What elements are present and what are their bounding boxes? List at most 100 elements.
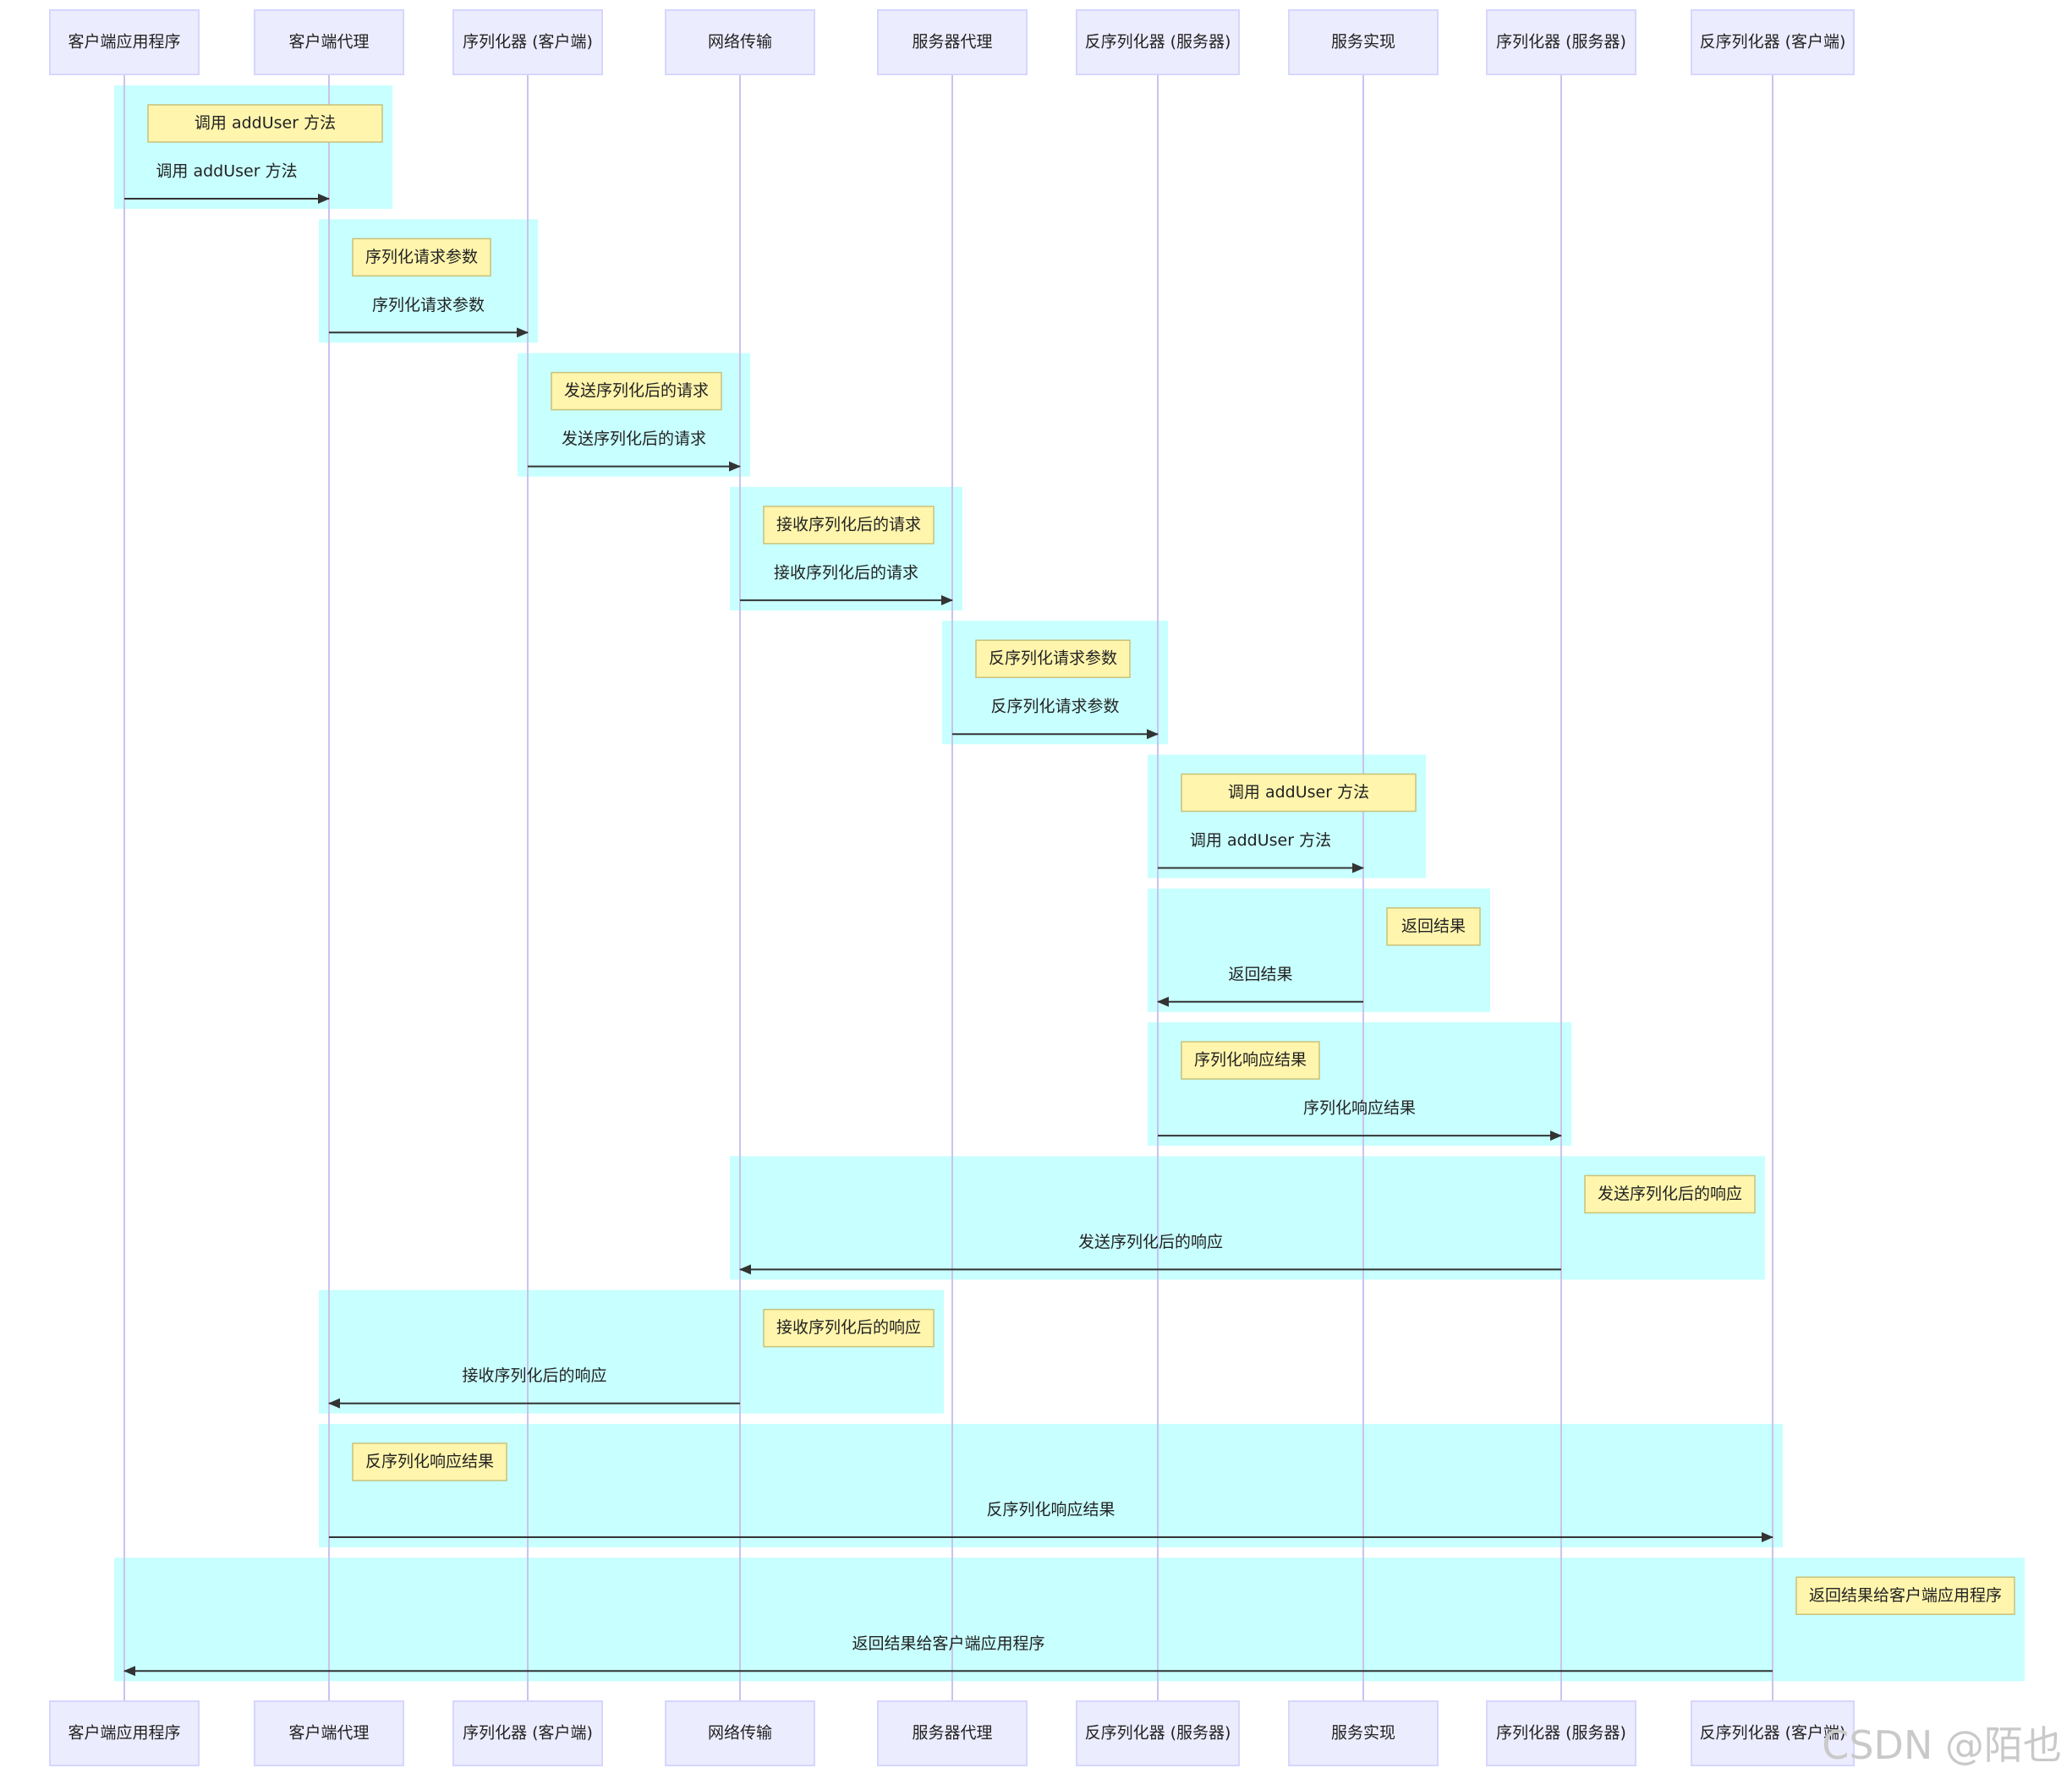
note-label: 发送序列化后的响应: [1598, 1185, 1742, 1203]
participant-top: 服务器代理: [877, 9, 1028, 75]
highlight-region: [319, 219, 538, 343]
message-label: 调用 addUser 方法: [1190, 831, 1331, 850]
participant-box: [1288, 1700, 1439, 1766]
participant-top: 客户端应用程序: [49, 9, 200, 75]
note-box: [1386, 907, 1481, 946]
participant-box: [1691, 1700, 1855, 1766]
participant-bottom: 反序列化器 (服务器): [1076, 1700, 1240, 1766]
participant-box: [877, 9, 1028, 75]
note-label: 接收序列化后的响应: [776, 1318, 921, 1337]
note-label: 发送序列化后的请求: [564, 381, 709, 400]
participant-label: 服务实现: [1331, 33, 1395, 52]
participant-box: [665, 1700, 815, 1766]
participant-box: [665, 9, 815, 75]
participant-box: [49, 9, 200, 75]
participant-label: 反序列化器 (客户端): [1700, 33, 1846, 52]
participant-label: 序列化器 (服务器): [1496, 1724, 1626, 1743]
message-label: 发送序列化后的请求: [562, 430, 706, 448]
note-box: [352, 1442, 507, 1481]
highlight-region: [114, 1557, 2025, 1682]
participant-box: [254, 1700, 404, 1766]
participant-bottom: 网络传输: [665, 1700, 815, 1766]
participant-label: 服务器代理: [912, 33, 992, 52]
participant-bottom: 服务器代理: [877, 1700, 1028, 1766]
participant-box: [49, 1700, 200, 1766]
highlight-region: [1148, 754, 1426, 879]
highlight-region: [730, 486, 962, 610]
participant-box: [1691, 9, 1855, 75]
note-label: 调用 addUser 方法: [195, 114, 336, 133]
note-box: [763, 506, 935, 545]
message-label: 返回结果给客户端应用程序: [852, 1634, 1044, 1653]
participant-bottom: 客户端应用程序: [49, 1700, 200, 1766]
note-label: 序列化请求参数: [365, 248, 478, 266]
highlight-region: [942, 621, 1168, 745]
message-label: 序列化响应结果: [1303, 1099, 1416, 1118]
participant-top: 网络传输: [665, 9, 815, 75]
message-label: 接收序列化后的请求: [774, 563, 918, 582]
csdn-watermark: CSDN @陌也: [1822, 1722, 2062, 1768]
participant-box: [1076, 1700, 1240, 1766]
note-box: [1795, 1576, 2015, 1616]
participant-top: 序列化器 (服务器): [1486, 9, 1636, 75]
note-box: [1181, 1041, 1320, 1080]
message-label: 接收序列化后的响应: [462, 1366, 606, 1385]
participant-top: 反序列化器 (服务器): [1076, 9, 1240, 75]
participant-box: [877, 1700, 1028, 1766]
highlight-region: [518, 353, 750, 477]
participant-bottom: 序列化器 (服务器): [1486, 1700, 1636, 1766]
participant-top: 反序列化器 (客户端): [1691, 9, 1855, 75]
participant-bottom: 序列化器 (客户端): [452, 1700, 603, 1766]
message-label: 返回结果: [1228, 965, 1292, 983]
lifeline-layer: [123, 74, 1773, 1701]
highlight-region: [319, 1289, 944, 1414]
participant-label: 客户端应用程序: [68, 33, 180, 52]
note-box: [1181, 773, 1417, 813]
participant-box: [1288, 9, 1439, 75]
note-box: [763, 1308, 935, 1348]
message-label: 反序列化请求参数: [990, 698, 1119, 716]
note-label: 序列化响应结果: [1194, 1051, 1307, 1070]
participant-label: 反序列化器 (客户端): [1700, 1724, 1846, 1743]
highlight-region: [1148, 888, 1490, 1012]
highlight-region: [730, 1156, 1765, 1280]
participant-box: [452, 1700, 603, 1766]
note-label: 返回结果: [1401, 917, 1466, 935]
participant-label: 序列化器 (服务器): [1496, 33, 1626, 52]
note-box: [147, 104, 383, 143]
participant-label: 客户端代理: [288, 1724, 369, 1743]
participant-box: [1486, 9, 1636, 75]
message-label: 调用 addUser 方法: [156, 162, 297, 181]
note-label: 返回结果给客户端应用程序: [1809, 1586, 2002, 1605]
participant-label: 反序列化器 (服务器): [1085, 1724, 1231, 1743]
participant-label: 服务实现: [1331, 1724, 1395, 1743]
message-label: 反序列化响应结果: [986, 1501, 1115, 1519]
message-label: 发送序列化后的响应: [1078, 1233, 1223, 1251]
note-box: [551, 371, 722, 411]
note-box: [1584, 1174, 1756, 1214]
participant-label: 网络传输: [708, 1724, 772, 1743]
highlight-region: [319, 1424, 1783, 1547]
highlight-region: [1148, 1022, 1571, 1147]
participant-box: [452, 9, 603, 75]
note-label: 反序列化请求参数: [989, 649, 1117, 668]
highlight-layer: [114, 85, 2025, 1682]
participant-label: 服务器代理: [912, 1724, 992, 1743]
participant-box: [1076, 9, 1240, 75]
participant-top: 客户端代理: [254, 9, 404, 75]
participant-label: 反序列化器 (服务器): [1085, 33, 1231, 52]
participant-box: [1486, 1700, 1636, 1766]
message-label: 序列化请求参数: [372, 296, 485, 315]
note-box: [975, 639, 1131, 678]
